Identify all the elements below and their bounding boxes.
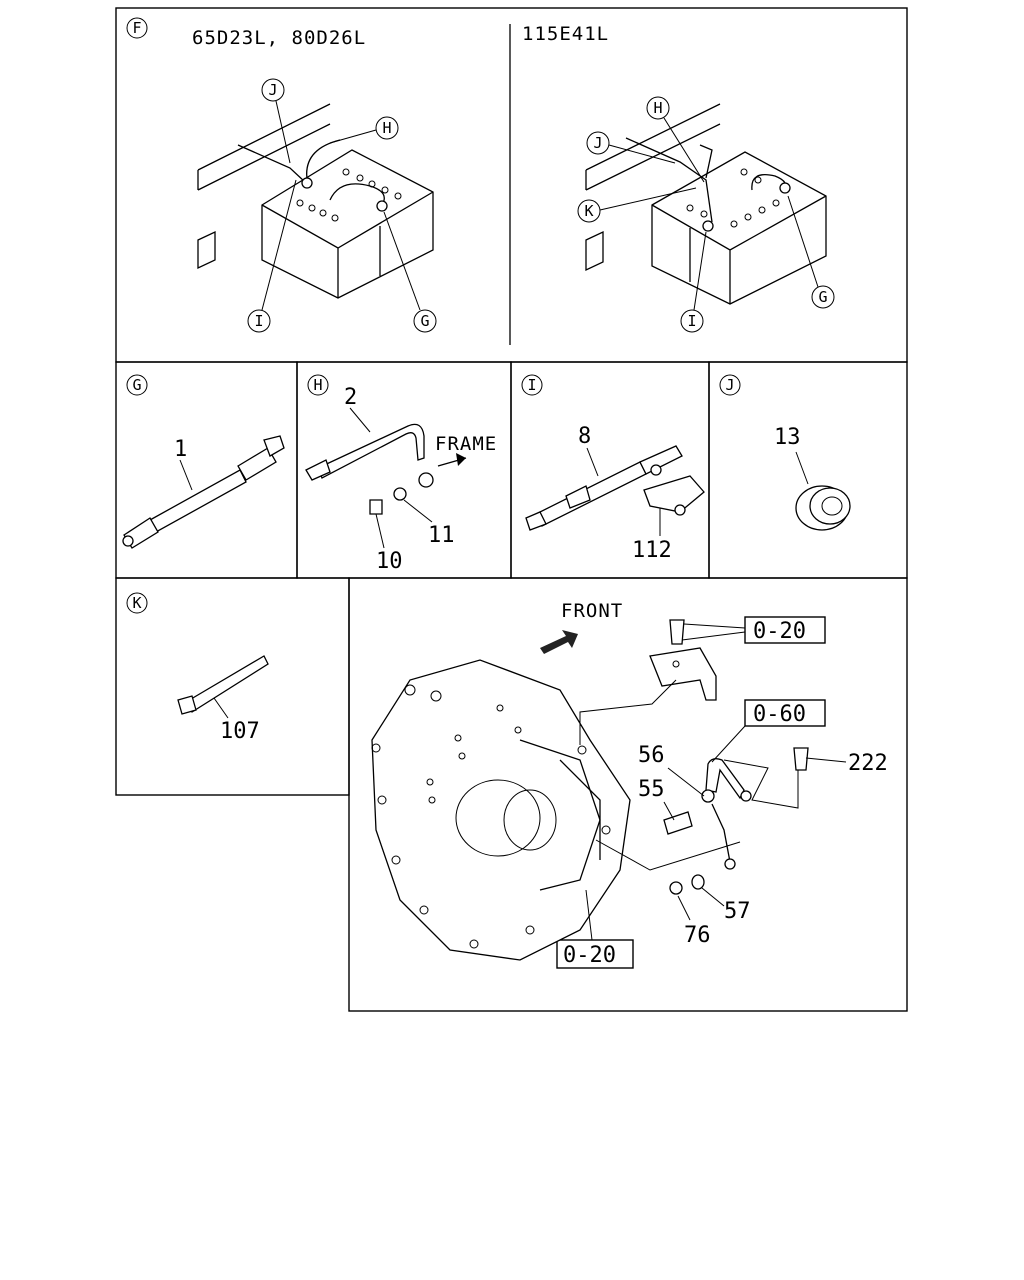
cable-2-illustration (305, 423, 434, 515)
front-arrow-icon (540, 630, 578, 654)
part-8-label: 8 (578, 424, 591, 449)
svg-text:J: J (593, 134, 602, 152)
panel-i: I 8 112 (521, 374, 705, 563)
part-13-label: 13 (774, 425, 801, 450)
part-10-label: 10 (376, 549, 403, 574)
svg-text:J: J (268, 81, 277, 99)
svg-text:H: H (382, 119, 391, 137)
svg-text:I: I (254, 312, 263, 330)
part-57-label: 57 (724, 899, 751, 924)
right-callout-i: I (680, 231, 707, 333)
svg-text:G: G (818, 288, 827, 306)
part-112-label: 112 (632, 538, 672, 563)
cable-tie-107-illustration (177, 655, 269, 715)
panel-f-left-title: 65D23L, 80D26L (192, 27, 366, 49)
panel-h-callout: H (313, 376, 322, 394)
part-2-label: 2 (344, 385, 357, 410)
grommet-13-illustration (795, 485, 851, 531)
svg-text:H: H (653, 99, 662, 117)
left-battery-illustration (197, 103, 434, 299)
frame-label: FRAME (435, 433, 497, 455)
right-callout-k: K (577, 187, 697, 223)
cable-1-illustration (122, 435, 285, 549)
svg-text:K: K (584, 202, 593, 220)
left-callout-h: H (329, 116, 399, 144)
panel-i-callout: I (527, 376, 536, 394)
svg-text:G: G (420, 312, 429, 330)
panel-j-callout: J (725, 376, 734, 394)
part-107-label: 107 (220, 719, 260, 744)
part-222-label: 222 (848, 751, 888, 776)
bracket-illustration (579, 619, 746, 745)
panel-k-callout: K (132, 594, 141, 612)
panel-g: G 1 (122, 374, 285, 549)
cable-8-illustration (525, 445, 705, 531)
part-56-label: 56 (638, 743, 665, 768)
panel-frames (115, 7, 908, 1012)
part-1-label: 1 (174, 437, 187, 462)
left-callout-i: I (247, 179, 297, 333)
ground-cable-illustration (595, 725, 809, 895)
right-callout-j: J (586, 131, 676, 164)
panel-f-callout: F (132, 19, 141, 37)
part-76-label: 76 (684, 923, 711, 948)
left-callout-j: J (261, 78, 291, 164)
right-callout-h: H (646, 96, 705, 183)
panel-f: F 65D23L, 80D26L 115E41L J (126, 17, 835, 333)
housing-illustration (371, 659, 631, 961)
panel-g-callout: G (132, 376, 141, 394)
part-55-label: 55 (638, 777, 665, 802)
panel-f-right-title: 115E41L (522, 23, 609, 45)
ref-box-bottom-label: 0-20 (563, 943, 616, 968)
right-callout-g: G (787, 195, 835, 309)
svg-text:I: I (687, 312, 696, 330)
panel-k: K 107 (126, 592, 269, 744)
ref-box-middle-label: 0-60 (753, 702, 806, 727)
right-battery-terminals (686, 168, 780, 228)
front-label: FRONT (561, 600, 623, 622)
main-panel: FRONT 0-20 0-60 0-20 (371, 600, 888, 969)
right-battery-illustration (585, 103, 827, 305)
left-battery-terminals (296, 168, 402, 222)
part-11-label: 11 (428, 523, 455, 548)
panel-h: H 2 FRAME 11 10 (305, 374, 497, 574)
panel-j: J 13 (719, 374, 851, 531)
ref-box-top-label: 0-20 (753, 619, 806, 644)
left-callout-g: G (383, 211, 437, 333)
